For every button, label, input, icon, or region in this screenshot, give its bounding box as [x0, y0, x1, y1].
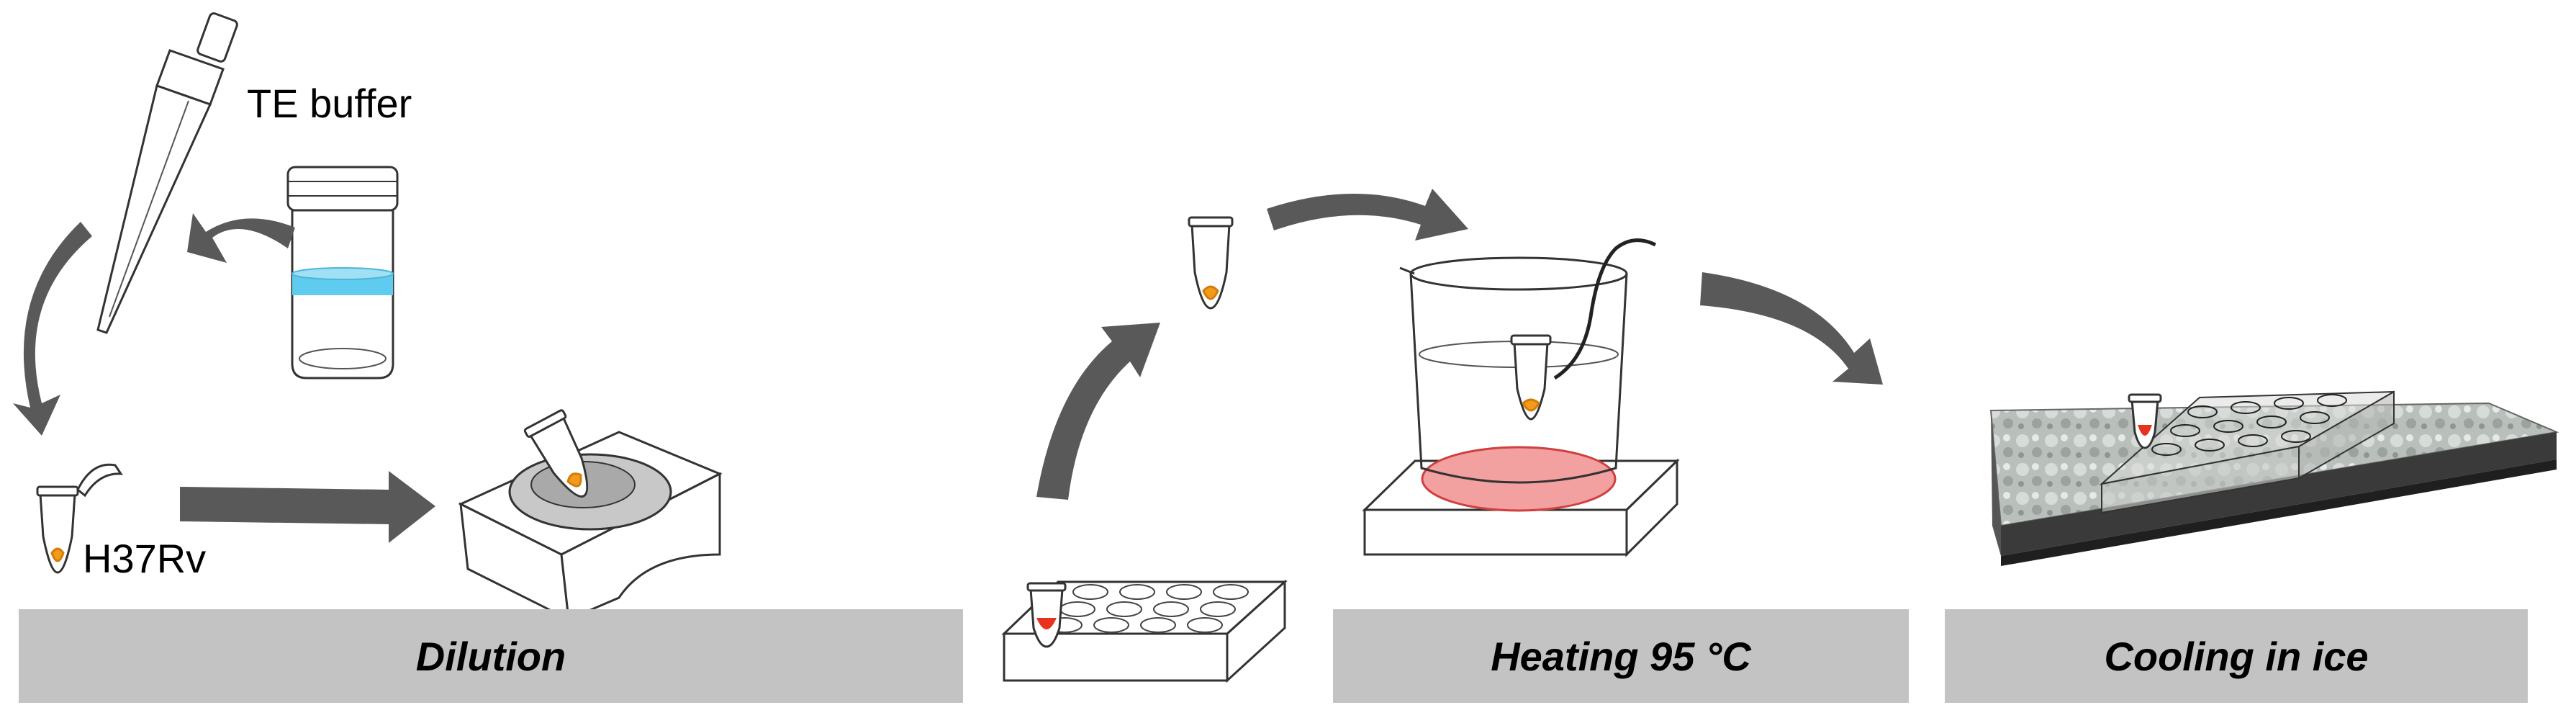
- stage-bar-cooling: Cooling in ice: [1945, 609, 2528, 703]
- well-plate-icon: [1001, 579, 1288, 683]
- transfer-tube-icon: [1188, 216, 1234, 310]
- stage-label-cooling: Cooling in ice: [2104, 633, 2369, 679]
- strain-label: H37Rv: [83, 536, 206, 581]
- cooling-plate-icon: [2099, 390, 2395, 514]
- arrow-bottle-to-pipette: [187, 213, 295, 263]
- te-buffer-label: TE buffer: [247, 81, 412, 126]
- heated-tube-icon: [1510, 334, 1552, 421]
- vortex-mixer-icon: [458, 409, 723, 621]
- stage-bar-dilution: Dilution: [19, 609, 963, 703]
- hot-plate-icon: [1362, 446, 1680, 557]
- thermometer-probe-icon: [1553, 238, 1657, 380]
- arrow-pipette-to-tube: [13, 222, 92, 436]
- arrow-beaker-to-ice: [1700, 272, 1883, 385]
- stage-label-dilution: Dilution: [415, 633, 566, 679]
- arrow-plate-to-tube: [1036, 323, 1160, 500]
- pipette-icon: [96, 12, 238, 334]
- sample-tube-icon: [36, 463, 123, 574]
- arrow-tube-to-vortex: [180, 471, 435, 543]
- stage-label-heating: Heating 95 °C: [1491, 633, 1751, 679]
- buffer-bottle-icon: [286, 166, 399, 380]
- arrow-tube-to-beaker: [1267, 189, 1468, 241]
- stage-bar-heating: Heating 95 °C: [1333, 609, 1909, 703]
